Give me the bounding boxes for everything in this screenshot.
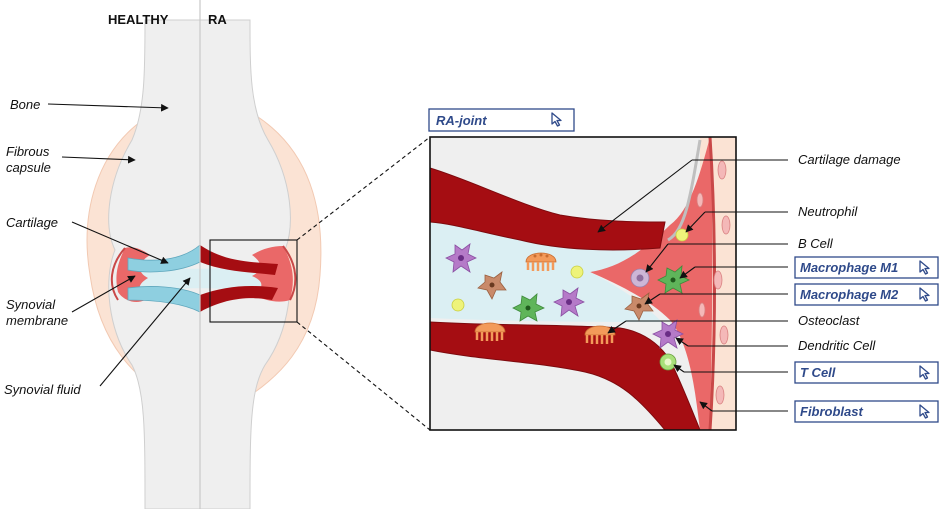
neutrophil-cell-1	[570, 265, 584, 279]
label-fibrous-capsule-1: Fibrous	[6, 144, 50, 159]
header-healthy: HEALTHY	[108, 12, 169, 27]
b-cell	[630, 268, 650, 288]
label-synovial-fluid: Synovial fluid	[4, 382, 81, 397]
fibroblast-button[interactable]: Fibroblast	[794, 400, 939, 423]
macrophage-m1-button-label: Macrophage M1	[800, 260, 898, 275]
ra-joint-button[interactable]: RA-joint	[428, 108, 575, 132]
joint-illustration	[86, 0, 322, 509]
zoom-connector-top	[296, 136, 431, 241]
label-dendritic-cell: Dendritic Cell	[798, 338, 876, 353]
label-synovial-membrane-1: Synovial	[6, 297, 56, 312]
pannus	[590, 137, 713, 430]
t-cell	[659, 353, 677, 371]
zoom-cartilage-bottom	[430, 321, 701, 430]
cartilage-ra-top	[200, 245, 278, 275]
fibroblast-button-label: Fibroblast	[800, 404, 864, 419]
label-bone: Bone	[10, 97, 40, 112]
ra-joint-button-label: RA-joint	[436, 113, 487, 128]
neutrophil-cell-3	[675, 228, 689, 242]
zoom-cartilage-top	[430, 167, 666, 251]
label-cartilage-damage: Cartilage damage	[798, 152, 901, 167]
osteoclast-cell-2	[474, 322, 506, 341]
dendritic-cell-1	[445, 243, 477, 273]
zoom-box	[209, 239, 298, 323]
cartilage-ra-bottom	[200, 286, 278, 312]
macrophage-m2-cell	[477, 271, 507, 300]
osteoclast-cell-1	[525, 252, 557, 271]
zoom-connector-bottom	[296, 321, 431, 431]
macrophage-m2-button[interactable]: Macrophage M2	[794, 283, 939, 306]
label-cartilage: Cartilage	[6, 215, 58, 230]
macrophage-m1-button[interactable]: Macrophage M1	[794, 256, 939, 279]
label-neutrophil: Neutrophil	[798, 204, 858, 219]
dendritic-cell-2	[553, 287, 585, 317]
label-synovial-membrane-2: membrane	[6, 313, 68, 328]
label-osteoclast: Osteoclast	[798, 313, 861, 328]
t-cell-button-label: T Cell	[800, 365, 836, 380]
dendritic-cell-synovium	[652, 319, 684, 349]
label-b-cell: B Cell	[798, 236, 834, 251]
fibroblast-cells	[696, 160, 731, 405]
zoom-panel	[429, 136, 737, 431]
right-labels: Cartilage damage Neutrophil B Cell Osteo…	[597, 152, 901, 412]
header-ra: RA	[208, 12, 227, 27]
macrophage-m1-cell	[512, 293, 545, 322]
t-cell-button[interactable]: T Cell	[794, 361, 939, 384]
macrophage-m2-button-label: Macrophage M2	[800, 287, 899, 302]
neutrophil-cell-2	[451, 298, 465, 312]
label-fibrous-capsule-2: capsule	[6, 160, 51, 175]
